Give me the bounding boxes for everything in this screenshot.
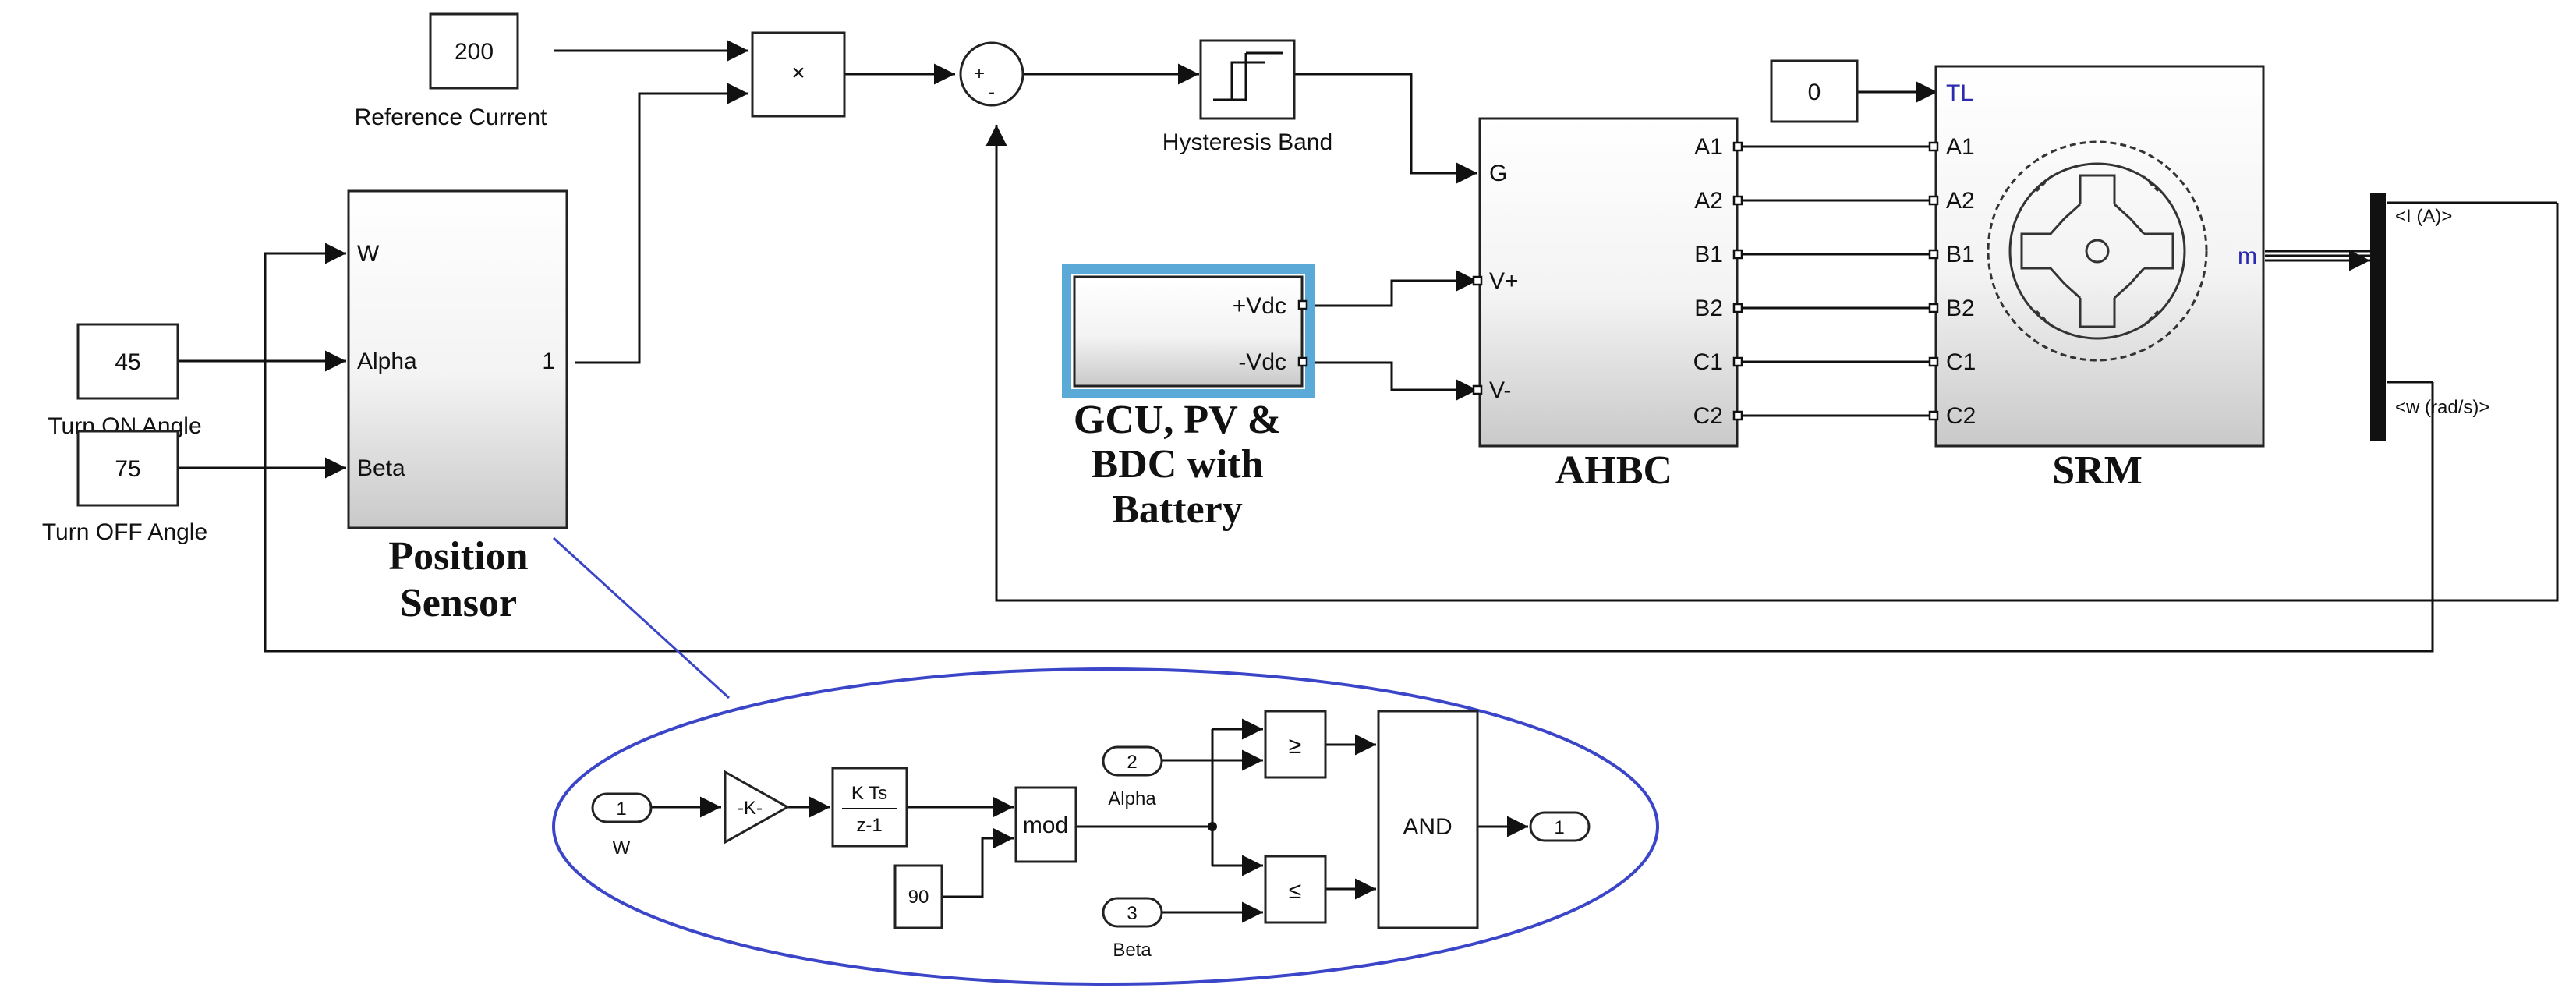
subsystem-less-equal[interactable]: ≤	[1264, 855, 1327, 924]
bus-out-speed: <w (rad/s)>	[2395, 397, 2489, 418]
subsystem-outport[interactable]: 1	[1529, 811, 1591, 842]
gcu-vdc-negative: -Vdc	[1238, 349, 1286, 375]
subsystem-inport-beta-number: 3	[1127, 903, 1137, 924]
signal-wires	[178, 40, 2559, 699]
subsystem-inport-w-number: 1	[616, 798, 626, 820]
hysteresis-label: Hysteresis Band	[1162, 129, 1332, 155]
turn-off-angle-label: Turn OFF Angle	[42, 519, 207, 545]
subsystem-and-label: AND	[1403, 814, 1452, 840]
position-sensor-subsystem: 1 W -K- K Ts z-1 90 mod 2 Alp	[552, 667, 1659, 986]
srm-title: SRM	[2052, 448, 2143, 493]
hysteresis-band-block[interactable]	[1199, 39, 1296, 120]
gcu-pv-bdc-block[interactable]: +Vdc -Vdc	[1062, 264, 1315, 398]
subsystem-integrator-denominator: z-1	[856, 815, 882, 836]
turn-off-angle-value: 75	[115, 456, 140, 482]
subsystem-integrator-numerator: K Ts	[851, 783, 887, 804]
srm-in-a2: A2	[1946, 188, 1975, 214]
subsystem-inport-beta[interactable]: 3	[1102, 897, 1163, 928]
subsystem-gain-value: -K-	[738, 798, 763, 819]
subsystem-greater-equal[interactable]: ≥	[1264, 710, 1327, 779]
subsystem-le-symbol: ≤	[1289, 878, 1301, 904]
reference-current-value: 200	[455, 39, 494, 65]
turn-off-angle-constant[interactable]: 75	[76, 430, 179, 507]
srm-in-b1: B1	[1946, 242, 1975, 267]
subsystem-mod[interactable]: mod	[1014, 786, 1077, 863]
ahbc-out-b2: B2	[1694, 296, 1723, 321]
bus-selector[interactable]: <I (A)> <w (rad/s)>	[2370, 193, 2489, 441]
subsystem-discrete-integrator[interactable]: K Ts z-1	[831, 767, 908, 848]
position-sensor-title-1: Position	[388, 534, 528, 579]
srm-in-a1: A1	[1946, 134, 1975, 160]
product-symbol: ×	[791, 60, 805, 86]
gcu-title-2: BDC with	[1091, 442, 1263, 487]
product-block[interactable]: ×	[751, 31, 846, 118]
ahbc-in-g: G	[1489, 161, 1507, 186]
ahbc-out-a2: A2	[1694, 188, 1723, 214]
srm-in-tl: TL	[1946, 80, 1973, 106]
load-torque-value: 0	[1808, 80, 1821, 105]
srm-out-m: m	[2238, 243, 2257, 269]
subsystem-ge-symbol: ≥	[1289, 733, 1301, 759]
ahbc-out-b1: B1	[1694, 242, 1723, 267]
ahbc-in-vminus: V-	[1489, 377, 1511, 403]
ahbc-in-vplus: V+	[1489, 268, 1519, 294]
position-sensor-out: 1	[542, 349, 555, 374]
subsystem-and[interactable]: AND	[1377, 710, 1479, 929]
gcu-vdc-positive: +Vdc	[1233, 293, 1286, 319]
sum-plus-sign: +	[974, 63, 985, 84]
subsystem-constant-90[interactable]: 90	[893, 864, 943, 929]
subsystem-inport-w[interactable]: 1	[591, 792, 653, 823]
ahbc-title: AHBC	[1555, 448, 1672, 493]
load-torque-constant[interactable]: 0	[1770, 59, 1859, 123]
sum-block[interactable]: + -	[959, 41, 1024, 107]
reference-current-label: Reference Current	[355, 104, 547, 130]
subsystem-inport-w-label: W	[613, 837, 631, 859]
gcu-title-1: GCU, PV &	[1074, 398, 1281, 442]
sum-minus-sign: -	[989, 82, 995, 103]
subsystem-inport-alpha-number: 2	[1127, 752, 1137, 773]
hysteresis-icon	[1213, 51, 1283, 101]
srm-block[interactable]: TL A1 A2 B1 B2 C1 C2 m	[1928, 65, 2265, 448]
turn-on-angle-value: 45	[115, 349, 140, 375]
position-sensor-in-w: W	[357, 241, 380, 267]
srm-in-c1: C1	[1946, 349, 1976, 375]
position-sensor-in-beta: Beta	[357, 455, 405, 481]
reference-current-constant[interactable]: 200	[429, 12, 519, 90]
subsystem-constant-90-value: 90	[908, 887, 929, 908]
subsystem-gain[interactable]: -K-	[724, 770, 791, 845]
subsystem-inport-alpha[interactable]: 2	[1102, 745, 1163, 777]
srm-in-c2: C2	[1946, 403, 1976, 429]
position-sensor-in-alpha: Alpha	[357, 349, 417, 374]
position-sensor-title-2: Sensor	[400, 581, 517, 625]
ahbc-out-c2: C2	[1693, 403, 1723, 429]
ahbc-out-c1: C1	[1693, 349, 1723, 375]
turn-on-angle-constant[interactable]: 45	[76, 323, 179, 400]
subsystem-inport-beta-label: Beta	[1113, 940, 1152, 961]
ahbc-out-a1: A1	[1694, 134, 1723, 160]
bus-out-current: <I (A)>	[2395, 206, 2452, 227]
srm-in-b2: B2	[1946, 296, 1975, 321]
position-sensor-block[interactable]: W Alpha Beta 1	[347, 189, 568, 529]
gcu-title-3: Battery	[1112, 487, 1242, 532]
subsystem-mod-label: mod	[1023, 813, 1068, 838]
subsystem-inport-alpha-label: Alpha	[1108, 788, 1156, 809]
srm-motor-icon	[1987, 140, 2208, 362]
ahbc-block[interactable]: G V+ V- A1 A2 B1 B2 C1 C2	[1472, 117, 1743, 448]
subsystem-outport-number: 1	[1554, 817, 1564, 838]
